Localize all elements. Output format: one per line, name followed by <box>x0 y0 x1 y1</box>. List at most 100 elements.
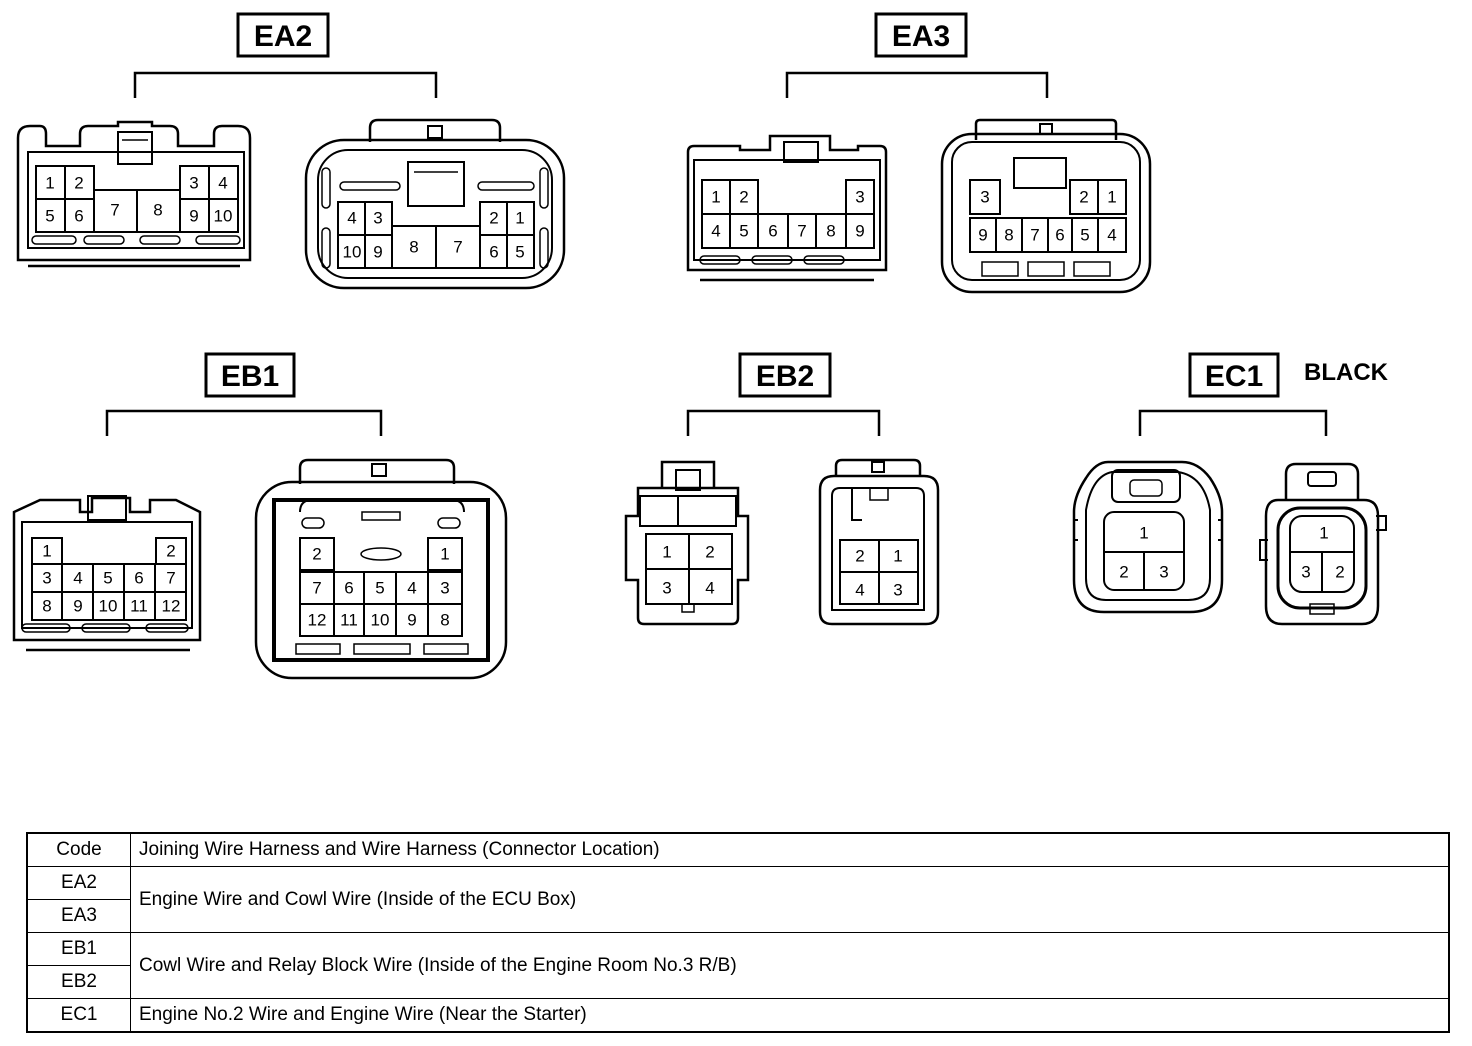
ea2-right-pin: 8 <box>409 238 418 257</box>
eb1-right-pin: 1 <box>440 545 449 564</box>
ec1-right-pin: 1 <box>1319 524 1328 543</box>
ea3-left-pin: 8 <box>826 222 835 241</box>
eb1-right-pin: 2 <box>312 545 321 564</box>
ea3-left-pin: 4 <box>711 222 720 241</box>
ea2-left-pin: 7 <box>110 201 119 220</box>
ea3-left-pin: 7 <box>797 222 806 241</box>
eb2-left-pin: 4 <box>705 579 714 598</box>
ea2-left-pin: 8 <box>153 201 162 220</box>
bracket-ea3 <box>785 71 1049 98</box>
ec1-left-housing <box>1072 460 1224 614</box>
eb2-left-pin: 2 <box>705 543 714 562</box>
table-description-cell: Engine Wire and Cowl Wire (Inside of the… <box>130 866 1450 933</box>
table-code-cell: EB2 <box>26 965 131 999</box>
eb1-left-pin: 12 <box>162 597 181 616</box>
label-box-ea3 <box>874 12 968 58</box>
ea2-left-pin: 9 <box>189 207 198 226</box>
ea2-left-pin: 2 <box>74 174 83 193</box>
ea3-right-pin: 2 <box>1079 188 1088 207</box>
ea2-left-pin: 10 <box>214 207 233 226</box>
eb1-left-pin: 10 <box>99 597 118 616</box>
ea2-left-pin: 3 <box>189 174 198 193</box>
eb1-right-housing <box>254 458 508 680</box>
table-header-code: Code <box>26 832 131 867</box>
eb1-right-pin: 11 <box>340 611 358 630</box>
ea3-right-pin: 7 <box>1030 226 1039 245</box>
eb2-left-pin: 3 <box>662 579 671 598</box>
ea3-right-pin: 3 <box>980 188 989 207</box>
eb2-right-pin: 4 <box>855 581 864 600</box>
ea2-right-pin: 9 <box>373 243 382 262</box>
connector-location-table: Code Joining Wire Harness and Wire Harne… <box>26 832 1450 1033</box>
connector-ec1: EC1 BLACK 1 2 3 1 3 <box>1072 352 1389 626</box>
label-eb1: EB1 <box>221 360 279 393</box>
eb1-right-pin: 6 <box>344 579 353 598</box>
ec1-right-pin: 2 <box>1335 563 1344 582</box>
ea3-right-pin: 4 <box>1107 226 1116 245</box>
label-box-ea2 <box>236 12 330 58</box>
eb1-left-pin: 9 <box>73 597 82 616</box>
ea2-left-housing <box>16 120 252 268</box>
connector-ea3: EA3 1 2 3 4 5 6 7 8 9 <box>686 12 1152 294</box>
table-code-cell: EB1 <box>26 932 131 966</box>
ea2-right-pin: 10 <box>343 243 362 262</box>
eb1-right-pin: 5 <box>375 579 384 598</box>
ea2-right-pin: 5 <box>515 243 524 262</box>
eb1-right-pin: 9 <box>407 611 416 630</box>
ea2-left-pin: 4 <box>218 174 227 193</box>
ea2-left-pin: 6 <box>74 207 83 226</box>
label-ec1: EC1 <box>1205 360 1263 393</box>
table-row: EB2 <box>26 965 1449 999</box>
eb1-right-pin: 10 <box>371 611 390 630</box>
ea3-right-pin: 9 <box>978 226 987 245</box>
label-ea3: EA3 <box>892 20 950 53</box>
ea2-right-pin: 4 <box>347 209 356 228</box>
eb1-right-pin: 3 <box>440 579 449 598</box>
eb2-left-pin: 1 <box>662 543 671 562</box>
table-code-cell: EA2 <box>26 866 131 900</box>
eb1-right-pin: 4 <box>407 579 416 598</box>
table-row: EC1 Engine No.2 Wire and Engine Wire (Ne… <box>26 998 1450 1033</box>
ea3-right-pin: 1 <box>1107 188 1116 207</box>
ea3-left-pin: 1 <box>711 188 720 207</box>
ea2-right-pin: 1 <box>515 209 524 228</box>
eb2-right-pin: 2 <box>855 547 864 566</box>
eb1-left-pin: 2 <box>166 542 175 561</box>
ec1-left-pin: 1 <box>1139 524 1148 543</box>
ea2-right-pin: 7 <box>453 238 462 257</box>
table-description-cell: Cowl Wire and Relay Block Wire (Inside o… <box>130 932 1450 999</box>
connector-diagram: EA2 1 2 3 4 5 6 7 <box>12 12 1389 680</box>
eb1-left-pin: 11 <box>130 597 148 616</box>
eb1-right-pin: 7 <box>312 579 321 598</box>
table-code-cell: EA3 <box>26 899 131 933</box>
eb2-right-pin: 3 <box>893 581 902 600</box>
ec1-right-pin: 3 <box>1301 563 1310 582</box>
eb1-left-housing <box>12 495 202 652</box>
eb2-right-housing <box>818 458 940 626</box>
bracket-ea2 <box>133 71 438 98</box>
ea3-left-housing <box>686 134 888 282</box>
ea2-left-pin: 5 <box>45 207 54 226</box>
ea2-right-pin: 6 <box>489 243 498 262</box>
ea3-right-pin: 6 <box>1055 226 1064 245</box>
eb2-right-pin: 1 <box>893 547 902 566</box>
ea3-left-pin: 5 <box>739 222 748 241</box>
ea3-left-pin: 2 <box>739 188 748 207</box>
eb1-right-pin: 12 <box>308 611 327 630</box>
color-note-black: BLACK <box>1304 359 1389 386</box>
table-row: EB1 Cowl Wire and Relay Block Wire (Insi… <box>26 932 1450 999</box>
ea2-right-housing <box>304 118 566 290</box>
table-header-description: Joining Wire Harness and Wire Harness (C… <box>130 832 1450 867</box>
connector-eb2: EB2 1 2 3 4 2 <box>624 352 940 626</box>
ea2-right-pin: 2 <box>489 209 498 228</box>
label-box-eb2 <box>738 352 832 398</box>
ea3-right-pin: 8 <box>1004 226 1013 245</box>
eb1-left-pin: 5 <box>103 569 112 588</box>
eb1-right-pin: 8 <box>440 611 449 630</box>
bracket-eb2 <box>686 409 881 436</box>
eb1-left-pin: 8 <box>42 597 51 616</box>
bracket-ec1 <box>1138 409 1328 436</box>
label-eb2: EB2 <box>756 360 814 393</box>
connector-ea2: EA2 1 2 3 4 5 6 7 <box>16 12 566 290</box>
ec1-left-pin: 3 <box>1159 563 1168 582</box>
